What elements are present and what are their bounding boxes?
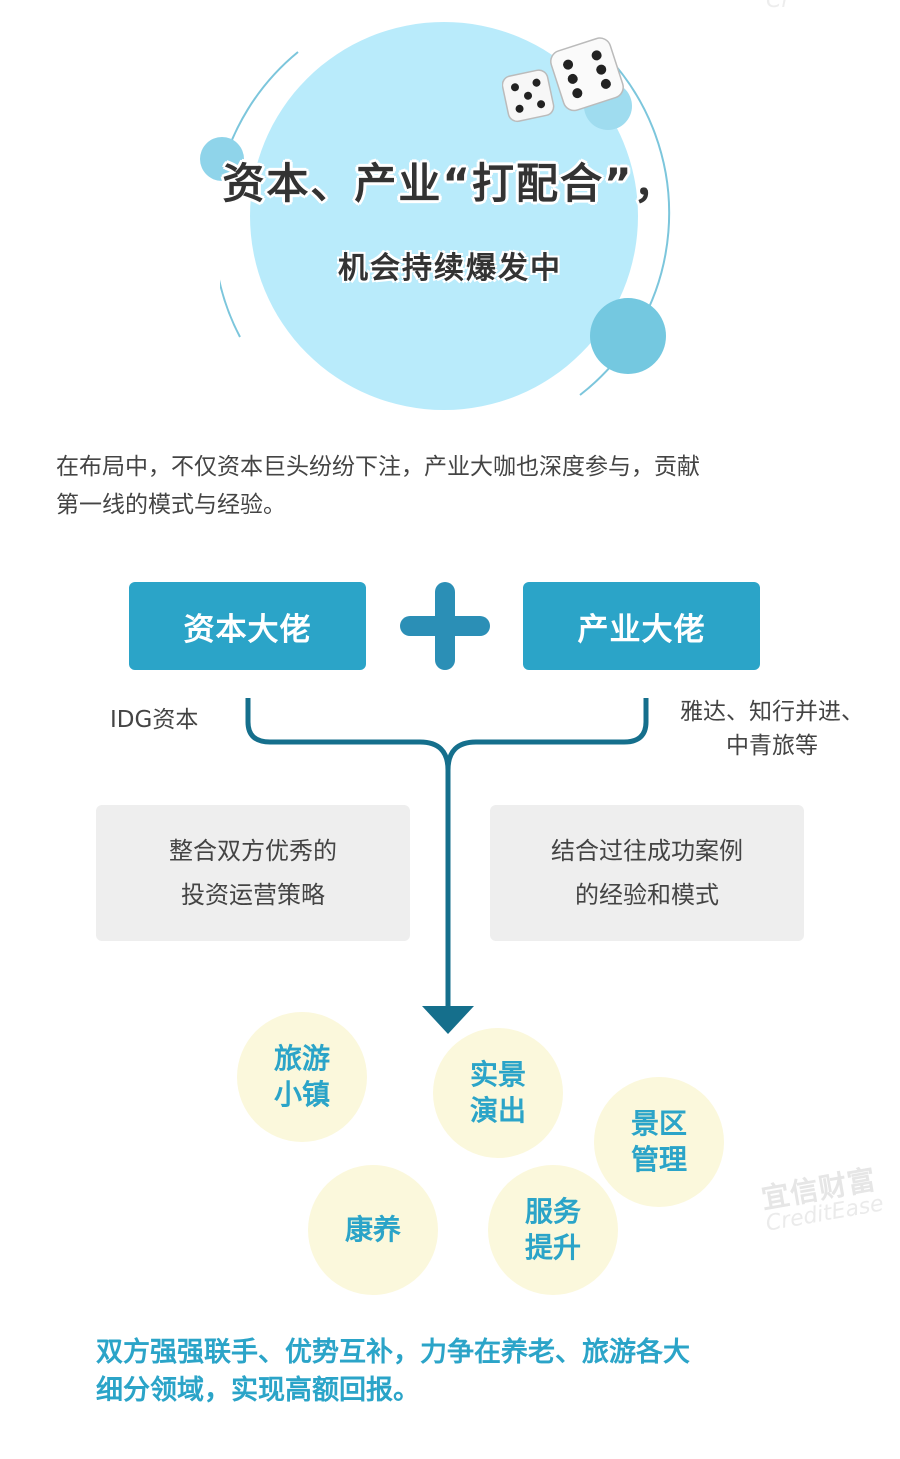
- strategy-line-1: 整合双方优秀的: [169, 837, 337, 865]
- merge-connector: [245, 698, 649, 1034]
- bubble-text: 提升: [524, 1231, 581, 1264]
- industry-box: 产业大佬: [523, 582, 760, 670]
- strategy-line-2: 投资运营策略: [181, 881, 325, 909]
- capital-box: 资本大佬: [129, 582, 366, 670]
- bubble-scenic-management: 景区 管理: [594, 1077, 724, 1207]
- bubble-live-show: 实景 演出: [433, 1028, 563, 1158]
- watermark-top-fragment: Cr: [766, 0, 791, 13]
- intro-line-2: 第一线的模式与经验。: [56, 492, 286, 518]
- experience-box: 结合过往成功案例 的经验和模式: [490, 805, 804, 941]
- bubble-text: 小镇: [273, 1078, 330, 1111]
- label-industry-examples: 雅达、知行并进、 中青旅等: [662, 695, 882, 763]
- bubble-text: 实景: [469, 1058, 526, 1091]
- bubble-service-upgrade: 服务 提升: [488, 1165, 618, 1295]
- experience-line-1: 结合过往成功案例: [551, 837, 743, 865]
- strategy-box: 整合双方优秀的 投资运营策略: [96, 805, 410, 941]
- bubble-text: 景区: [630, 1107, 687, 1140]
- bubble-text: 演出: [469, 1094, 526, 1127]
- bubble-health-care: 康养: [308, 1165, 438, 1295]
- bubble-text: 管理: [630, 1143, 687, 1176]
- header-dot-bottom-right: [590, 298, 666, 374]
- label-industry-line-2: 中青旅等: [726, 733, 818, 759]
- header-subtitle: 机会持续爆发中: [338, 251, 562, 286]
- conclusion-line-1: 双方强强联手、优势互补，力争在养老、旅游各大: [96, 1337, 690, 1368]
- label-industry-line-1: 雅达、知行并进、: [680, 699, 864, 725]
- intro-paragraph: 在布局中，不仅资本巨头纷纷下注，产业大咖也深度参与，贡献 第一线的模式与经验。: [56, 448, 856, 524]
- bubble-tourism-town: 旅游 小镇: [237, 1012, 367, 1142]
- dice-icon: [502, 37, 624, 123]
- bubble-text: 康养: [344, 1213, 401, 1246]
- arrow-down-icon: [422, 1006, 474, 1034]
- bubble-text: 旅游: [273, 1042, 330, 1075]
- conclusion-line-2: 细分领域，实现高额回报。: [96, 1375, 420, 1406]
- header-dot-left: [200, 137, 244, 181]
- conclusion-text: 双方强强联手、优势互补，力争在养老、旅游各大 细分领域，实现高额回报。: [96, 1334, 816, 1410]
- plus-icon: [435, 582, 455, 670]
- intro-line-1: 在布局中，不仅资本巨头纷纷下注，产业大咖也深度参与，贡献: [56, 454, 700, 480]
- experience-line-2: 的经验和模式: [575, 881, 719, 909]
- label-capital-example: IDG资本: [110, 707, 199, 733]
- header-title: 资本、产业“打配合”，: [222, 159, 678, 208]
- bubble-text: 服务: [524, 1195, 581, 1228]
